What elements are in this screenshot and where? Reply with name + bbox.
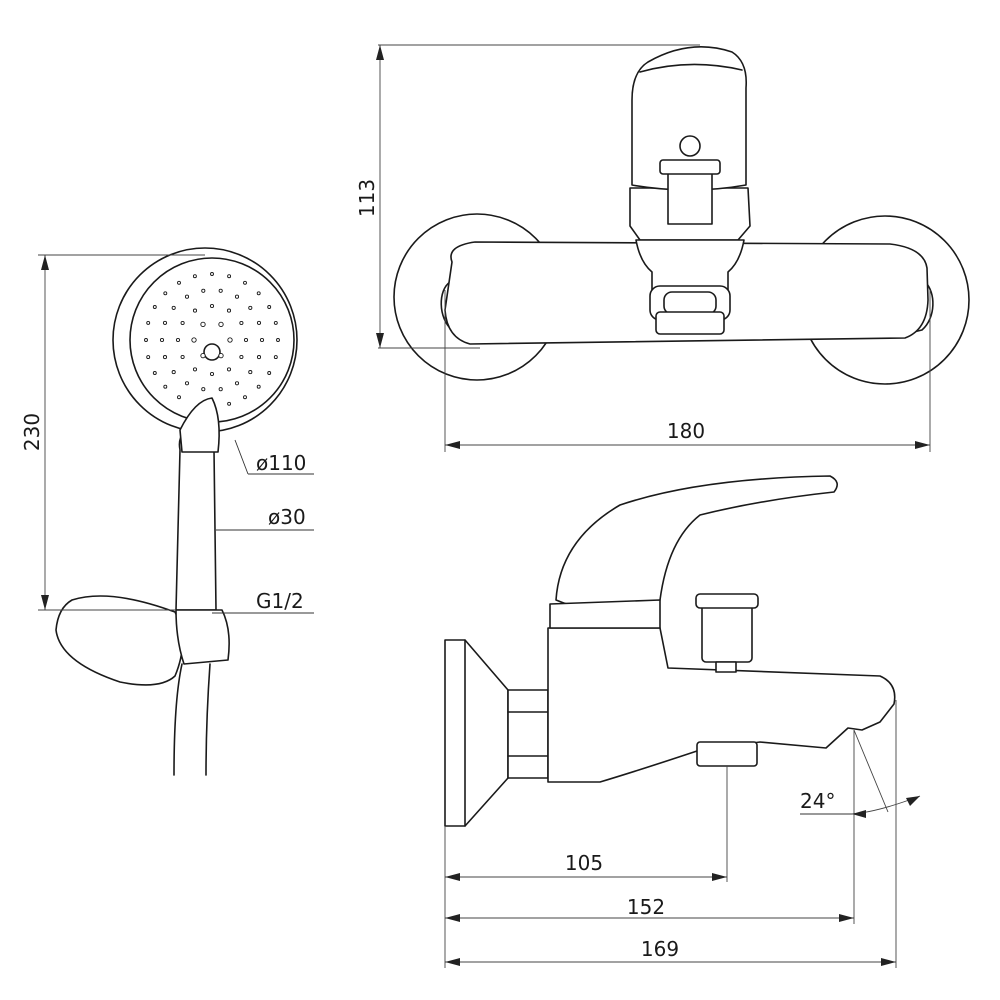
dim-110-label: ø110 — [256, 451, 306, 475]
nozzle-hole — [218, 321, 224, 328]
nozzle-hole — [184, 294, 190, 299]
dim-24-label: 24° — [800, 789, 835, 813]
nozzle-hole — [162, 320, 168, 325]
handle-base-side — [549, 599, 661, 629]
nozzle-hole — [227, 337, 233, 343]
diverter-cap-side — [695, 593, 759, 609]
aerator — [663, 291, 717, 315]
nozzle-hole — [192, 367, 198, 372]
shower-hose-edge — [205, 663, 211, 776]
dim-169-label: 169 — [641, 937, 679, 961]
hose-connector — [696, 741, 758, 767]
nozzle-hole — [180, 320, 185, 326]
nozzle-hole — [191, 337, 197, 343]
nozzle-hole — [256, 384, 261, 389]
faucet-front-view — [393, 46, 970, 385]
nozzle-hole — [209, 303, 215, 309]
nozzle-hole — [273, 320, 278, 325]
nozzle-hole — [239, 320, 244, 326]
nozzle-hole — [243, 280, 247, 285]
nozzle-hole — [248, 370, 253, 375]
diverter-cap-front — [659, 159, 721, 175]
nozzle-hole — [226, 367, 232, 372]
mixer-body-side — [547, 627, 896, 783]
wall-holder — [55, 595, 184, 686]
nozzle-hole — [144, 338, 148, 342]
nozzle-hole — [218, 387, 223, 392]
diverter-knob-side — [701, 603, 753, 663]
nozzle-hole — [248, 305, 253, 310]
nozzle-hole — [200, 352, 206, 359]
nozzle-hole — [163, 291, 168, 296]
nozzle-hole — [256, 291, 261, 296]
handle-lever-front — [631, 46, 748, 191]
dim-180-label: 180 — [667, 419, 705, 443]
dim-152-label: 152 — [627, 895, 665, 919]
nozzle-hole — [159, 337, 165, 343]
nozzle-hole — [276, 338, 280, 342]
dim-230-label: 230 — [20, 413, 44, 451]
nozzle-hole — [227, 401, 232, 406]
nozzle-hole — [200, 321, 206, 328]
nozzle-hole — [152, 305, 157, 309]
nozzle-hole — [226, 308, 232, 313]
nozzle-hole — [201, 387, 206, 392]
nozzle-hole — [259, 337, 265, 343]
nozzle-hole — [243, 337, 249, 343]
nozzle-hole — [175, 337, 181, 343]
holder-clip — [175, 609, 230, 665]
nozzle-hole — [171, 305, 176, 310]
nozzle-hole — [218, 352, 224, 359]
spray-nozzles — [144, 272, 280, 406]
nozzle-hole — [234, 294, 240, 299]
nozzle-hole — [256, 355, 262, 360]
diverter-stem-side — [715, 661, 737, 673]
nozzle-hole — [192, 308, 198, 313]
nozzle-hole — [146, 320, 151, 325]
nozzle-hole — [192, 274, 197, 279]
dim-113-label: 113 — [355, 179, 379, 217]
wall-flange-side — [444, 639, 509, 827]
handle-top-line — [639, 63, 743, 73]
nozzle-hole — [267, 371, 272, 375]
shower-hose — [173, 663, 183, 776]
nozzle-hole — [163, 384, 168, 389]
spout-bottom-collar — [655, 311, 725, 335]
nozzle-hole — [184, 381, 190, 386]
nozzle-hole — [273, 355, 278, 360]
dimension-lines — [38, 44, 931, 968]
nozzle-hole — [162, 355, 168, 360]
nozzle-hole — [177, 395, 181, 400]
nozzle-hole — [239, 354, 244, 360]
hex-nut — [507, 689, 549, 779]
thread-label: G1/2 — [256, 589, 304, 613]
nozzle-hole — [146, 355, 151, 360]
hand-shower — [55, 247, 298, 776]
nozzle-hole — [152, 371, 157, 375]
nozzle-hole — [201, 288, 206, 293]
shower-neck — [179, 397, 220, 453]
dim-105-label: 105 — [565, 851, 603, 875]
nozzle-hole — [227, 274, 232, 279]
nozzle-hole — [218, 288, 223, 293]
nozzle-hole — [180, 354, 185, 360]
faucet-side-view — [444, 475, 896, 827]
handle-indicator — [679, 135, 701, 157]
shower-center-nozzle — [203, 343, 221, 361]
dim-30-label: ø30 — [268, 505, 306, 529]
nozzle-hole — [234, 381, 240, 386]
nozzle-hole — [210, 272, 214, 276]
nozzle-hole — [171, 370, 176, 375]
nozzle-hole — [177, 280, 181, 285]
nozzle-hole — [267, 305, 272, 309]
nozzle-hole — [256, 320, 262, 325]
nozzle-hole — [243, 395, 247, 400]
nozzle-hole — [209, 371, 215, 377]
